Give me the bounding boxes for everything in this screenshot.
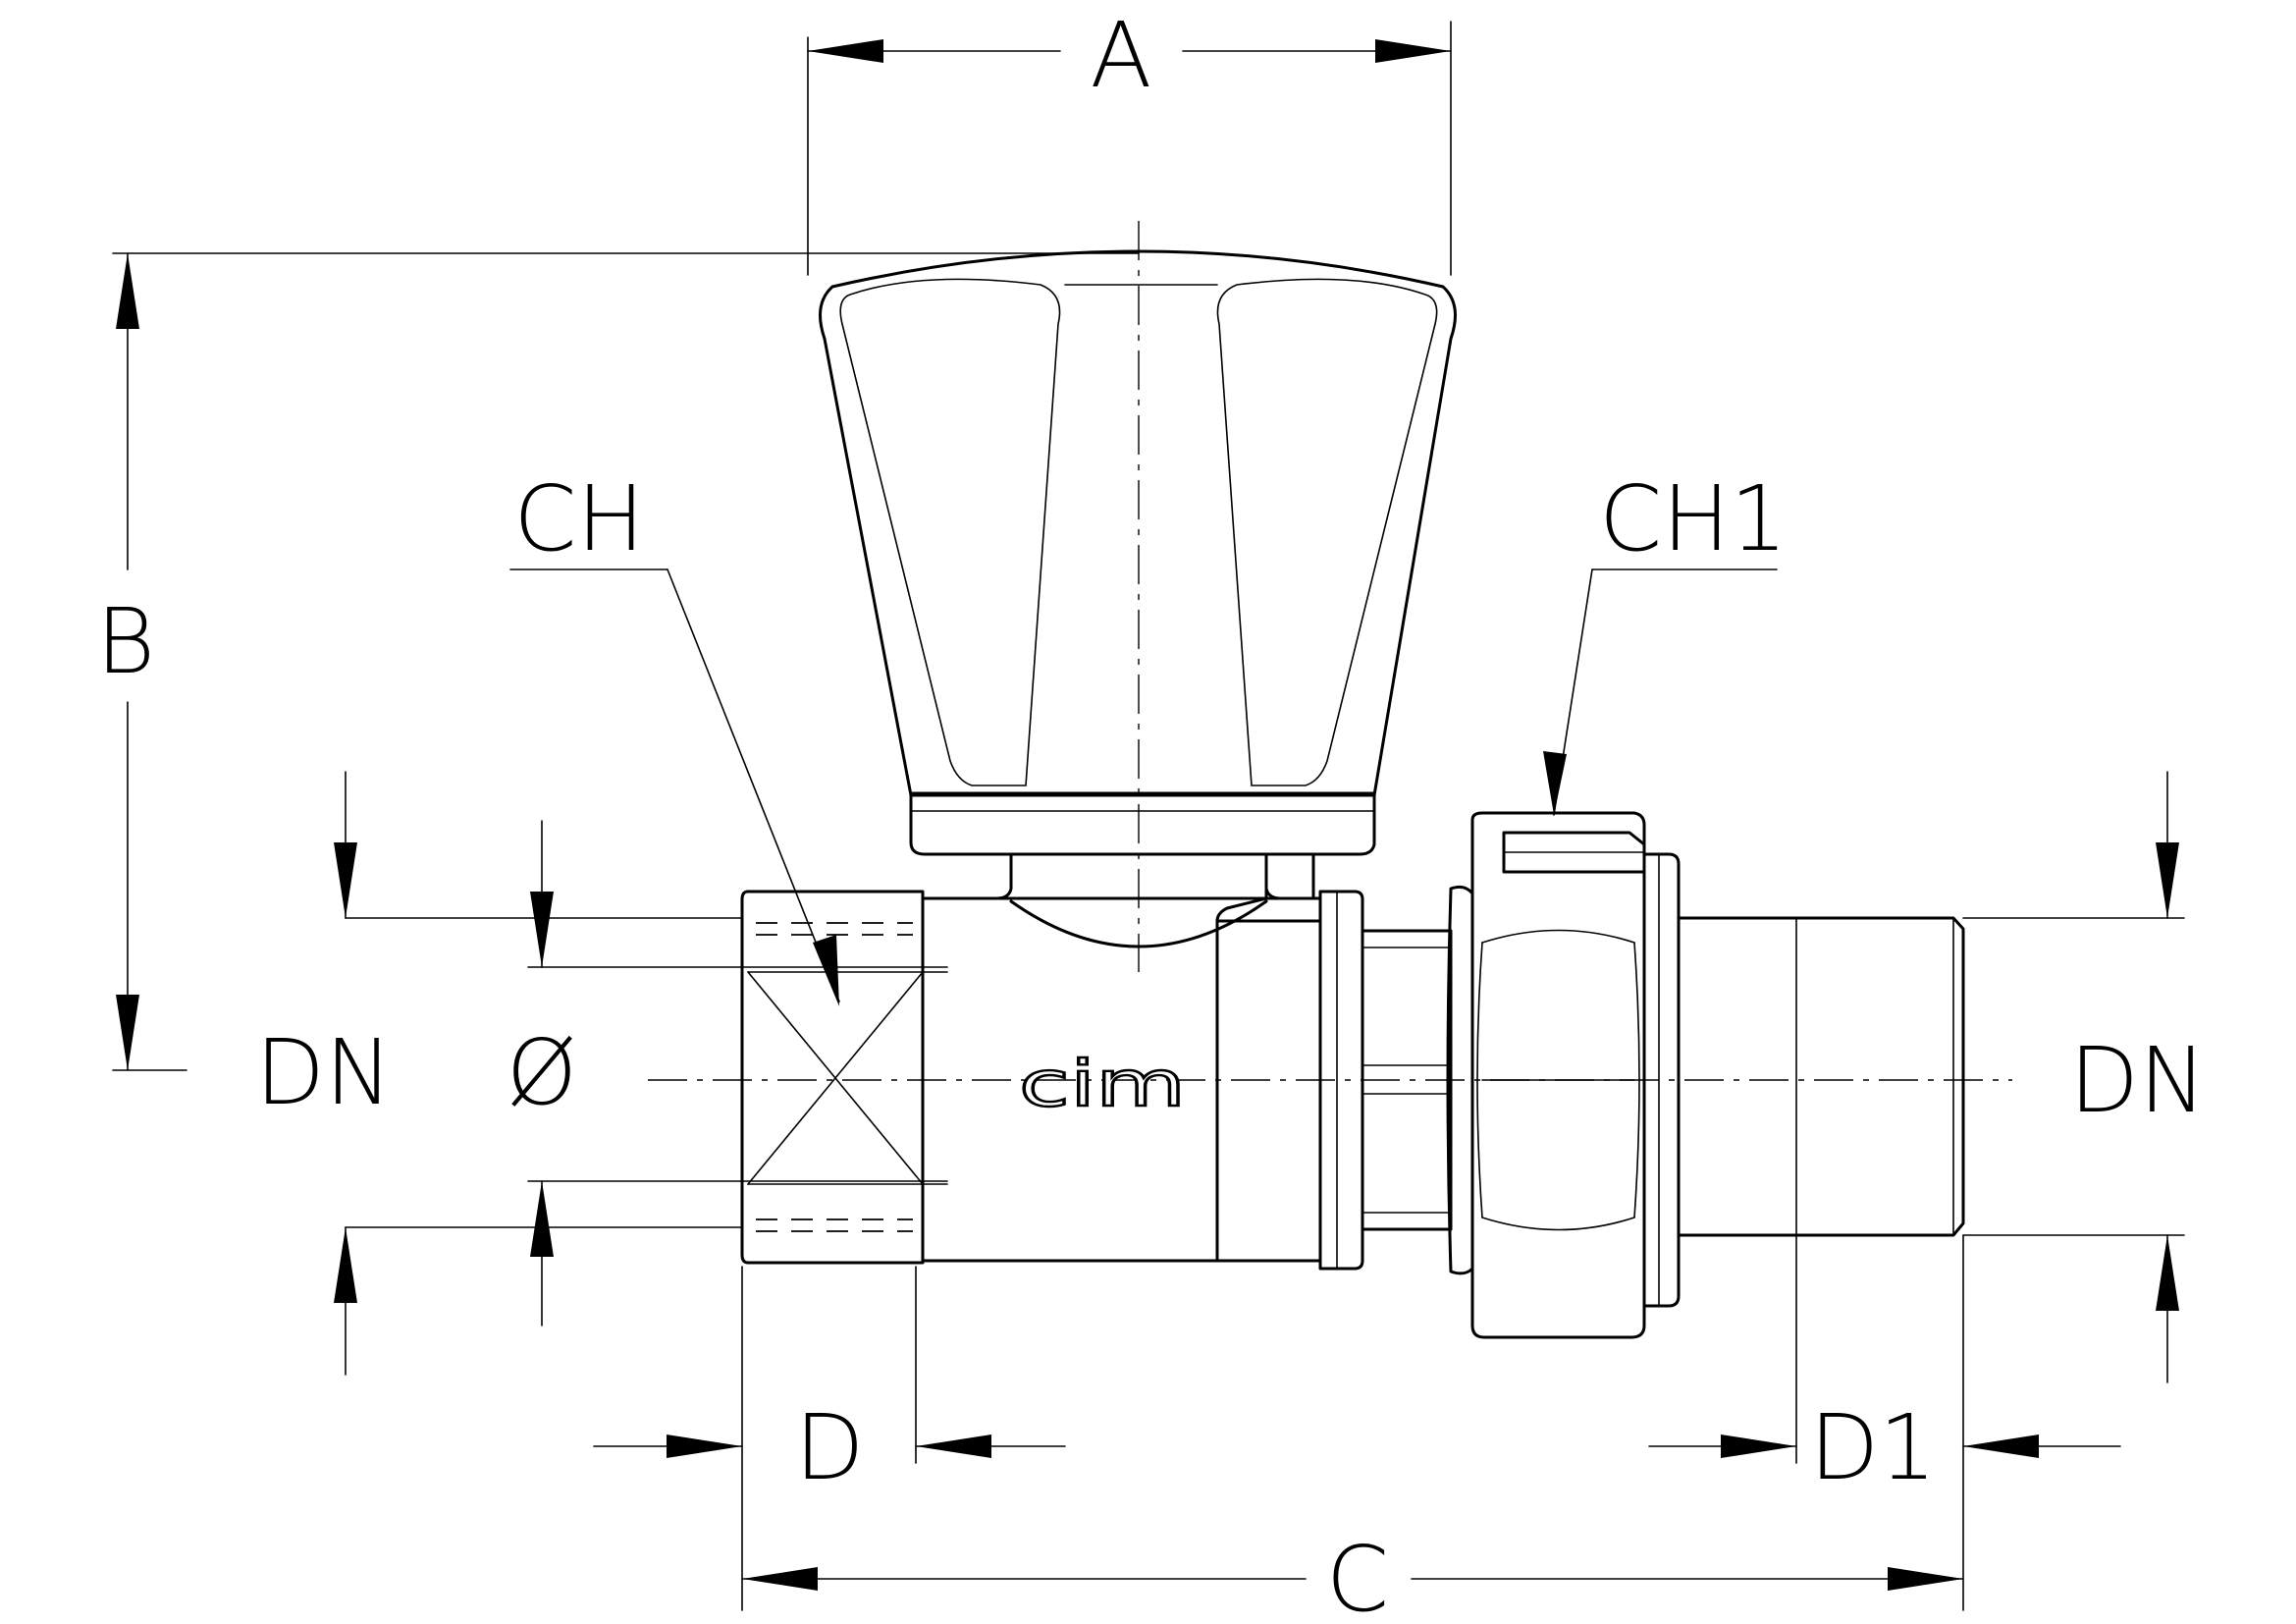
label-ch: CH [513,466,644,571]
dimension-d1: D1 [1648,1234,2121,1611]
dimension-label-a: A [1091,3,1152,108]
dimension-label-d: D [795,1395,865,1500]
union-hex-nut [1446,811,1681,1339]
dimension-diameter: Ø [507,820,948,1326]
dimension-label-c: C [1326,1527,1389,1624]
male-tailpiece [1677,916,1965,1237]
label-ch1: CH1 [1599,466,1788,571]
dimension-dn-left: DN [255,771,743,1376]
leader-ch1: CH1 [1543,466,1788,816]
valve-body [921,890,1364,1271]
dimension-dn-right: DN [1962,771,2207,1383]
dimension-label-d1: D1 [1809,1395,1936,1500]
dimension-c: C [741,1527,1964,1624]
dimension-d: D [593,1266,1066,1611]
handle-knob [819,249,1457,856]
brand-logo: cim [1019,1049,1186,1121]
dimension-a: A [807,3,1452,276]
dimension-label-b: B [96,589,155,694]
dimension-b: B [96,252,1140,1071]
dimension-label-dn-left: DN [255,1020,393,1125]
center-lines [648,221,2012,1081]
leader-ch: CH [509,466,840,1006]
left-hex-nut [740,890,948,1265]
dimension-label-diameter: Ø [507,1020,577,1125]
connector-pipe [1361,929,1453,1231]
dimension-label-dn-right: DN [2069,1028,2207,1133]
